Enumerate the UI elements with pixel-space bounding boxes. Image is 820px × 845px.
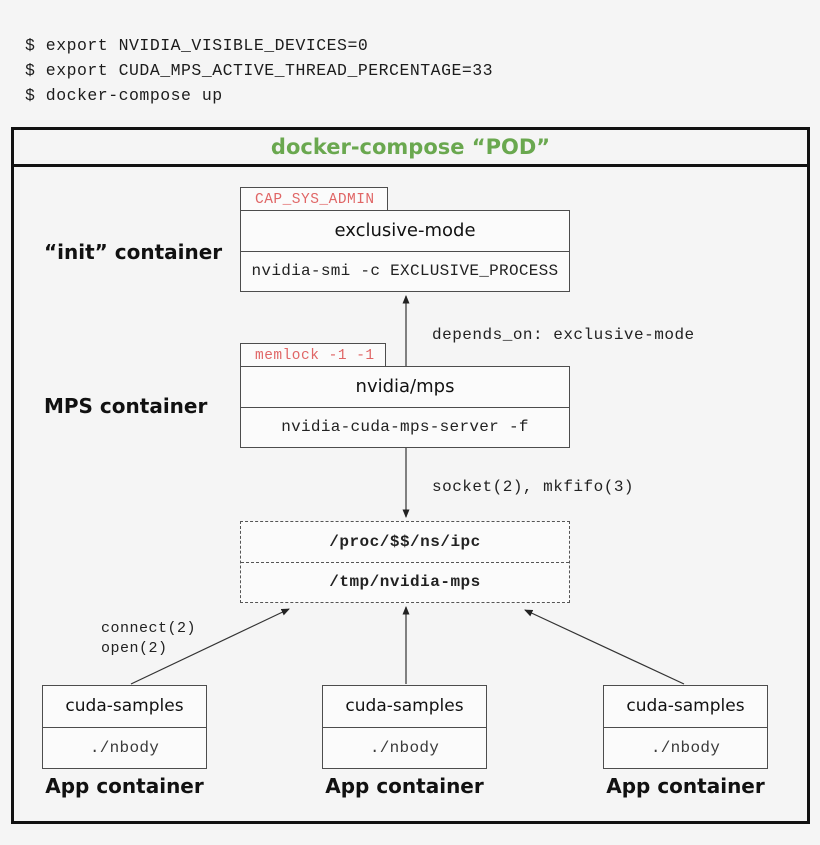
init-command: nvidia-smi -c EXCLUSIVE_PROCESS: [251, 262, 559, 281]
app-container-box-2: cuda-samples ./nbody: [322, 685, 487, 769]
app2-command-row: ./nbody: [323, 728, 486, 769]
app2-image-row: cuda-samples: [323, 686, 486, 728]
app1-command: ./nbody: [89, 738, 160, 757]
app3-command-row: ./nbody: [604, 728, 767, 769]
app1-image-row: cuda-samples: [43, 686, 206, 728]
pod-titlebar: docker-compose “POD”: [14, 130, 807, 167]
terminal-line: $ export NVIDIA_VISIBLE_DEVICES=0: [25, 36, 369, 55]
pod-title: docker-compose “POD”: [270, 135, 551, 159]
connect-edge-label-line2: open(2): [101, 640, 168, 657]
init-capability-badge: CAP_SYS_ADMIN: [240, 187, 388, 211]
mps-container-label: MPS container: [44, 394, 208, 418]
init-service-name: exclusive-mode: [334, 220, 476, 242]
mps-service-name: nvidia/mps: [355, 376, 455, 398]
app3-image-row: cuda-samples: [604, 686, 767, 728]
mps-service-box: nvidia/mps nvidia-cuda-mps-server -f: [240, 366, 570, 448]
init-command-row: nvidia-smi -c EXCLUSIVE_PROCESS: [241, 252, 569, 292]
app-container-box-3: cuda-samples ./nbody: [603, 685, 768, 769]
app-container-box-1: cuda-samples ./nbody: [42, 685, 207, 769]
shared-ipc-box: /proc/$$/ns/ipc /tmp/nvidia-mps: [240, 521, 570, 603]
app-container-label-2: App container: [325, 774, 484, 798]
ipc-namespace-row: /proc/$$/ns/ipc: [241, 522, 569, 563]
init-service-box: exclusive-mode nvidia-smi -c EXCLUSIVE_P…: [240, 210, 570, 292]
mps-pipe-dir-row: /tmp/nvidia-mps: [329, 573, 481, 592]
app2-image: cuda-samples: [345, 696, 464, 717]
connect-edge-label: connect(2) open(2): [101, 619, 196, 659]
mps-command-row: nvidia-cuda-mps-server -f: [241, 408, 569, 448]
terminal-line: $ docker-compose up: [25, 86, 223, 105]
app1-image: cuda-samples: [65, 696, 184, 717]
socket-edge-label: socket(2), mkfifo(3): [432, 478, 635, 496]
init-service-name-row: exclusive-mode: [241, 211, 569, 252]
app-container-label-3: App container: [606, 774, 765, 798]
mps-service-name-row: nvidia/mps: [241, 367, 569, 408]
depends-on-edge-label: depends_on: exclusive-mode: [432, 326, 695, 344]
connect-edge-label-line1: connect(2): [101, 620, 197, 637]
app1-command-row: ./nbody: [43, 728, 206, 769]
mps-ulimit-badge: memlock -1 -1: [240, 343, 386, 367]
init-container-label: “init” container: [44, 240, 223, 264]
mps-command: nvidia-cuda-mps-server -f: [281, 418, 529, 437]
app3-image: cuda-samples: [626, 696, 745, 717]
pod-box: docker-compose “POD”: [11, 127, 810, 824]
terminal-commands: $ export NVIDIA_VISIBLE_DEVICES=0 $ expo…: [25, 33, 493, 108]
app2-command: ./nbody: [369, 738, 440, 757]
app3-command: ./nbody: [650, 738, 721, 757]
terminal-line: $ export CUDA_MPS_ACTIVE_THREAD_PERCENTA…: [25, 61, 494, 80]
app-container-label-1: App container: [45, 774, 204, 798]
